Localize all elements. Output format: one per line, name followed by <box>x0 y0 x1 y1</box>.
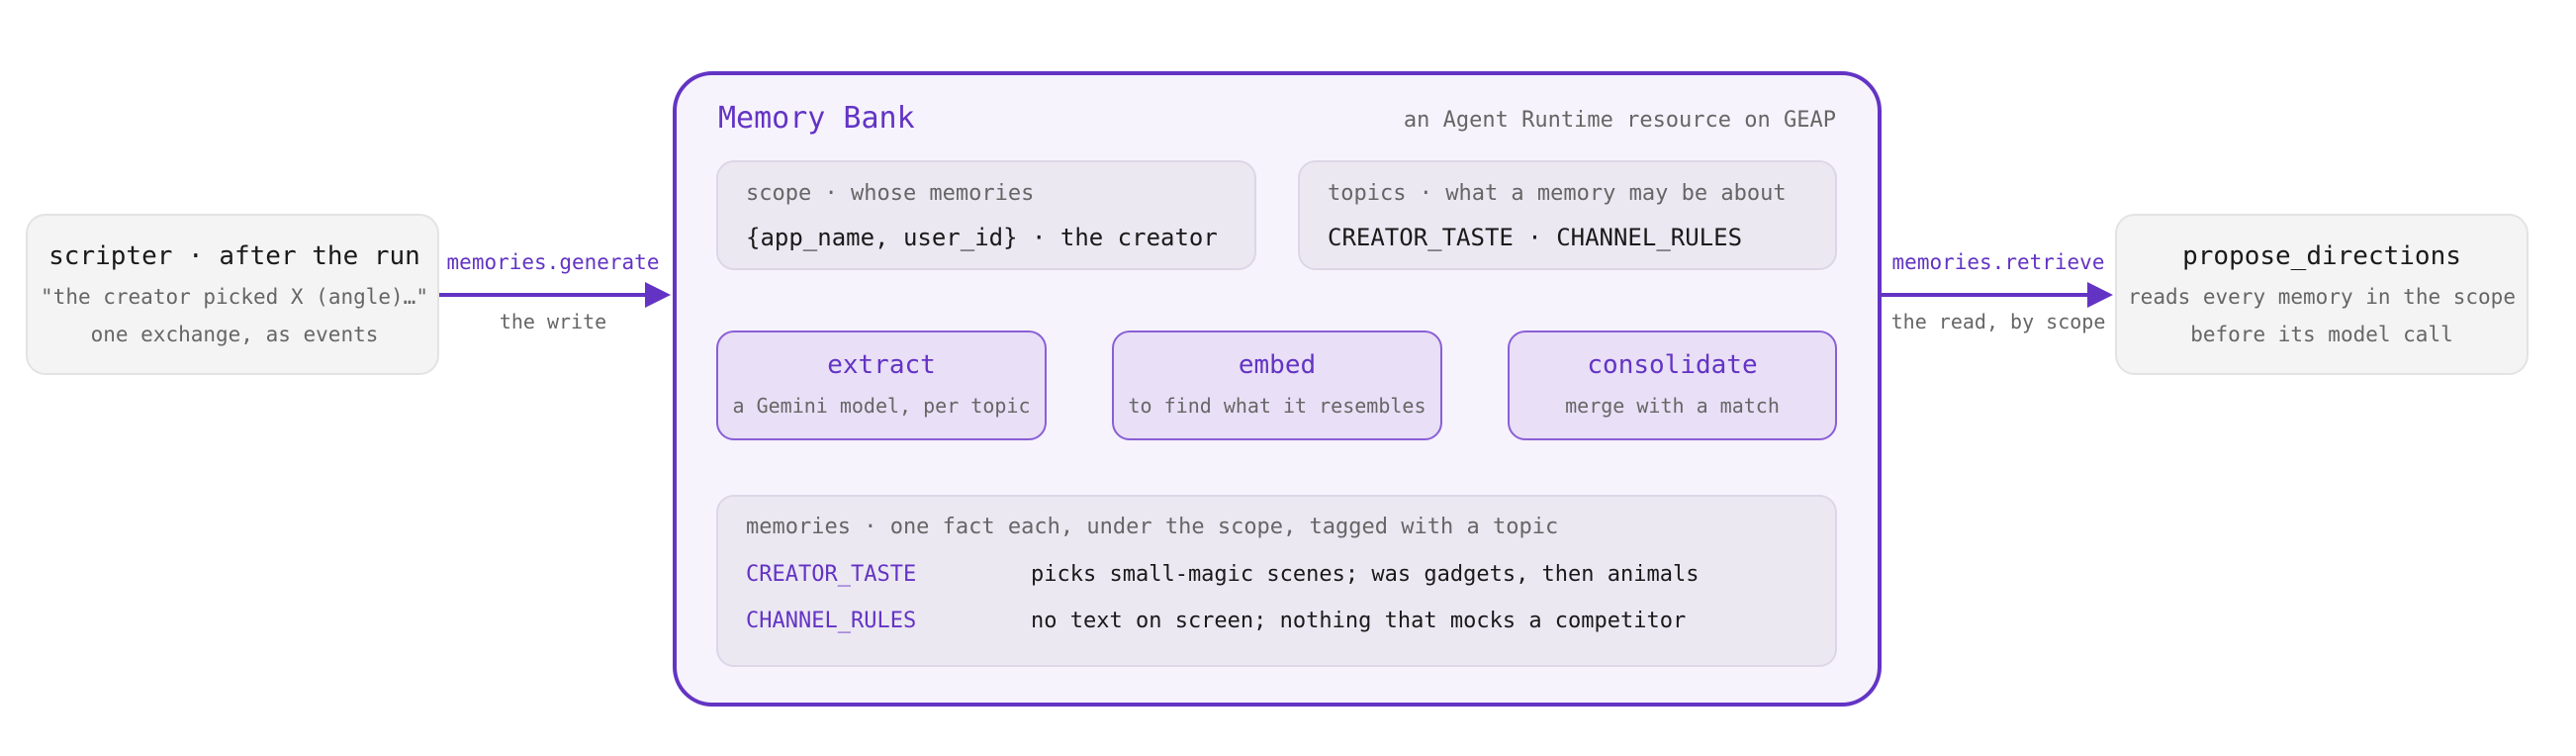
step-extract: extract a Gemini model, per topic <box>716 331 1047 440</box>
memories-heading: memories · one fact each, under the scop… <box>746 515 1559 539</box>
retrieve-label: memories.retrieve <box>1891 250 2105 274</box>
scope-box: scope · whose memories {app_name, user_i… <box>716 160 1256 270</box>
memory-row-2-fact: no text on screen; nothing that mocks a … <box>1031 609 1687 633</box>
propose-directions-box: propose_directions reads every memory in… <box>2115 214 2529 375</box>
topics-box: topics · what a memory may be about CREA… <box>1298 160 1837 270</box>
step-extract-name: extract <box>827 350 936 380</box>
memory-row-2-topic: CHANNEL_RULES <box>746 609 917 633</box>
generate-label: memories.generate <box>446 250 660 274</box>
step-embed-name: embed <box>1238 350 1317 380</box>
scope-heading: scope · whose memories <box>746 181 1035 206</box>
scripter-title: scripter · after the run <box>48 241 420 271</box>
memory-row-1-fact: picks small-magic scenes; was gadgets, t… <box>1031 562 1700 587</box>
step-consolidate-desc: merge with a match <box>1565 394 1780 418</box>
generate-arrowhead <box>645 282 671 308</box>
propose-title: propose_directions <box>2182 241 2461 271</box>
propose-line-1: reads every memory in the scope <box>2128 285 2516 309</box>
memories-box: memories · one fact each, under the scop… <box>716 495 1837 667</box>
scope-value: {app_name, user_id} · the creator <box>746 224 1218 251</box>
topics-value: CREATOR_TASTE · CHANNEL_RULES <box>1328 224 1743 251</box>
retrieve-caption: the read, by scope <box>1890 310 2106 333</box>
scripter-box: scripter · after the run "the creator pi… <box>26 214 439 375</box>
step-extract-desc: a Gemini model, per topic <box>732 394 1031 418</box>
memory-bank-subtitle: an Agent Runtime resource on GEAP <box>1403 108 1836 133</box>
topics-heading: topics · what a memory may be about <box>1328 181 1787 206</box>
scripter-line-2: one exchange, as events <box>90 323 379 346</box>
propose-line-2: before its model call <box>2190 323 2453 346</box>
step-embed: embed to find what it resembles <box>1112 331 1442 440</box>
step-consolidate: consolidate merge with a match <box>1508 331 1837 440</box>
scripter-line-1: "the creator picked X (angle)…" <box>41 285 428 309</box>
generate-caption: the write <box>499 310 607 333</box>
step-embed-desc: to find what it resembles <box>1128 394 1426 418</box>
retrieve-arrowhead <box>2087 282 2113 308</box>
memory-bank-title: Memory Bank <box>718 101 915 136</box>
memory-row-1-topic: CREATOR_TASTE <box>746 562 917 587</box>
step-consolidate-name: consolidate <box>1587 350 1758 380</box>
